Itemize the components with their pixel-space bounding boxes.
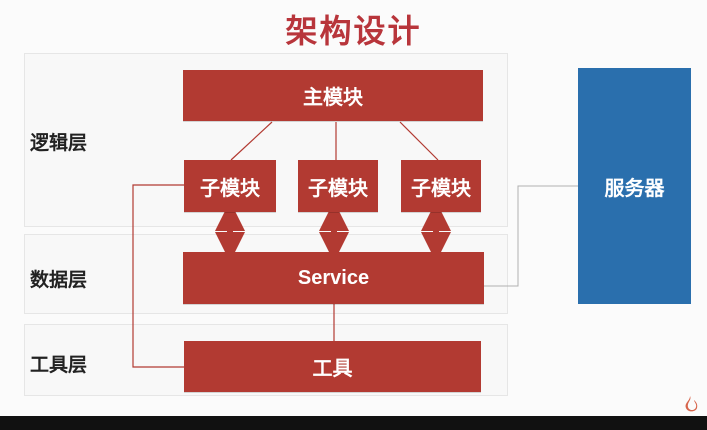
bottom-bar <box>0 416 707 430</box>
sub-module-box-1: 子模块 <box>184 160 276 212</box>
flame-logo-icon <box>682 394 706 414</box>
main-to-sub1-line <box>230 121 273 161</box>
sub-module-box-3: 子模块 <box>401 160 481 212</box>
logic-layer-label: 逻辑层 <box>30 132 88 154</box>
main-module-box: 主模块 <box>183 70 483 121</box>
sub1-to-tool-line <box>132 184 184 368</box>
service-box: Service <box>183 252 484 304</box>
main-to-sub3-line <box>399 121 439 161</box>
tool-box: 工具 <box>184 341 481 392</box>
service-to-server-line <box>484 185 578 287</box>
tool-layer-label: 工具层 <box>30 354 88 376</box>
data-layer-label: 数据层 <box>30 269 88 291</box>
sub-module-box-2: 子模块 <box>298 160 378 212</box>
diagram-title: 架构设计 <box>285 12 422 50</box>
server-box: 服务器 <box>578 68 691 304</box>
